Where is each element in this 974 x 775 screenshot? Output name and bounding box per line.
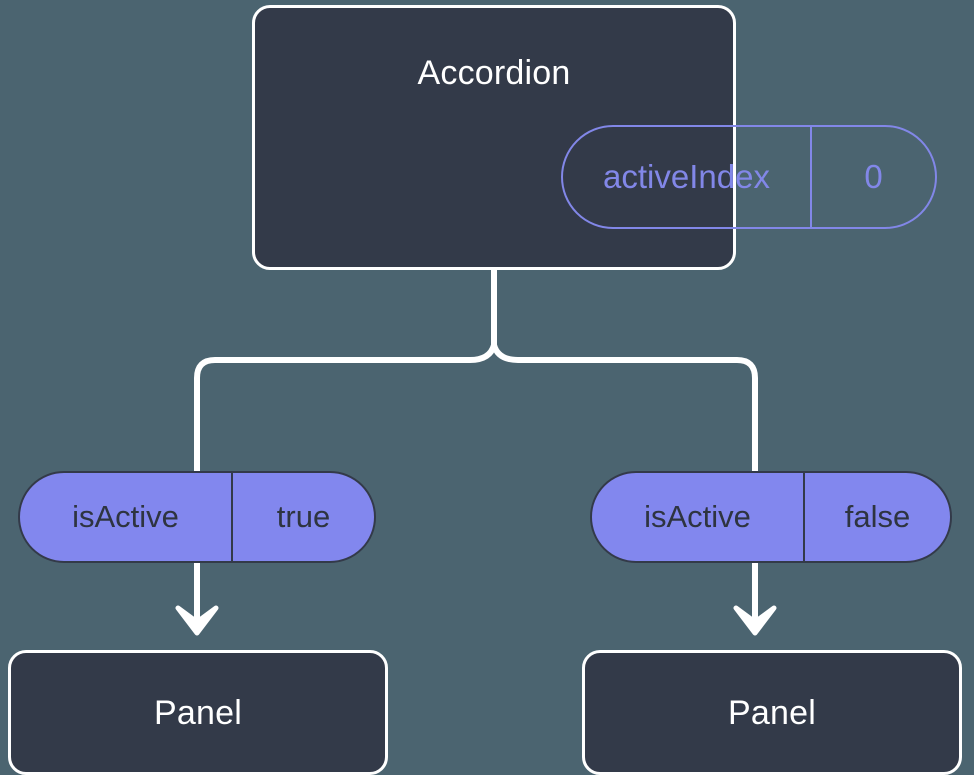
arrow-down-icon-right bbox=[733, 563, 777, 636]
prop-badge-right[interactable]: isActive false bbox=[590, 471, 952, 563]
state-value-label: 0 bbox=[864, 158, 883, 195]
panel-title-right: Panel bbox=[728, 693, 816, 732]
accordion-state-badge[interactable]: activeIndex 0 bbox=[561, 125, 937, 229]
prop-key-label-left: isActive bbox=[20, 473, 233, 561]
panel-title-left: Panel bbox=[154, 693, 242, 732]
prop-value-label-right: false bbox=[844, 499, 911, 534]
state-key-label: activeIndex bbox=[563, 127, 812, 227]
panel-node-right[interactable]: Panel bbox=[582, 650, 962, 775]
accordion-component-node[interactable]: Accordion activeIndex 0 bbox=[252, 5, 937, 270]
arrow-down-icon-left bbox=[175, 563, 219, 636]
accordion-title: Accordion bbox=[417, 54, 571, 92]
panel-node-left[interactable]: Panel bbox=[8, 650, 388, 775]
prop-badge-left[interactable]: isActive true bbox=[18, 471, 376, 563]
prop-key-label-right: isActive bbox=[592, 473, 805, 561]
prop-value-label-left: true bbox=[276, 499, 331, 534]
fork-line bbox=[194, 342, 758, 474]
